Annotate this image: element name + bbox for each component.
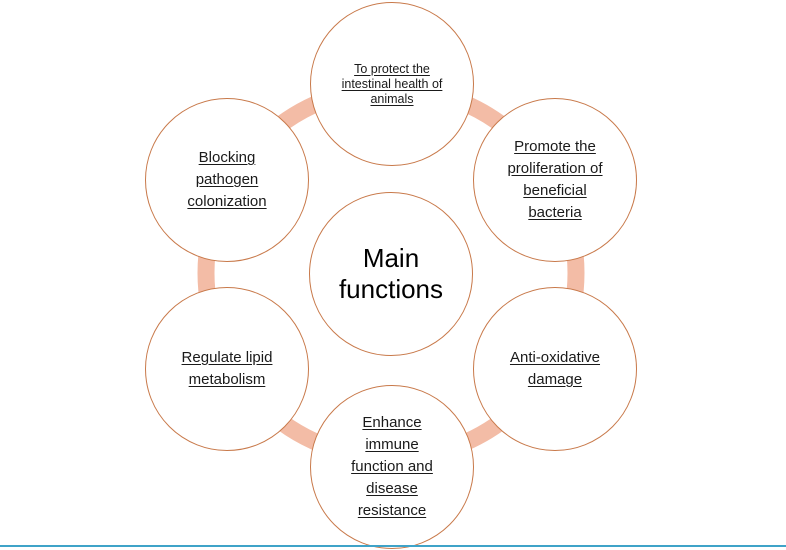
node-label: Promote the proliferation of beneficial … [507,138,603,221]
node-label: Regulate lipid metabolism [181,349,273,388]
node-label: Anti-oxidative damage [509,349,601,388]
node-blocking-pathogen-colonization: Blocking pathogen colonization [145,98,309,262]
node-regulate-lipid-metabolism: Regulate lipid metabolism [145,287,309,451]
node-label: To protect the intestinal health of anim… [341,61,443,106]
node-enhance-immune-function: Enhance immune function and disease resi… [310,385,474,549]
node-label: Blocking pathogen colonization [187,149,267,210]
node-promote-beneficial-bacteria: Promote the proliferation of beneficial … [473,98,637,262]
node-anti-oxidative-damage: Anti-oxidative damage [473,287,637,451]
bottom-divider [0,545,786,547]
center-node-label: Main functions [338,243,444,304]
node-protect-intestinal-health: To protect the intestinal health of anim… [310,2,474,166]
node-label: Enhance immune function and disease resi… [351,414,433,519]
center-node-main-functions: Main functions [309,192,473,356]
